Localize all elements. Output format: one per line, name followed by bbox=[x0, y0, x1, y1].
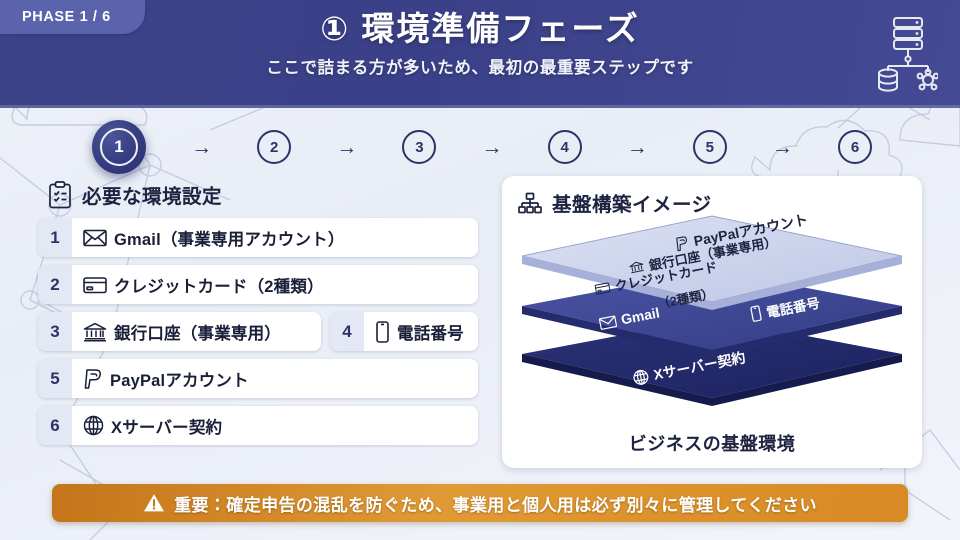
paypal-icon bbox=[676, 236, 688, 252]
smartphone-icon bbox=[750, 305, 762, 322]
requirements-row-2: 2 クレジットカード（2種類） bbox=[38, 265, 478, 304]
header-bar: PHASE 1 / 6 ① 環境準備フェーズ ここで詰まる方が多いため、最初の最… bbox=[0, 0, 960, 108]
page-title: ① 環境準備フェーズ bbox=[320, 10, 640, 47]
requirements-row-6: 6 Xサーバー契約 bbox=[38, 406, 478, 445]
requirements-list: 1 Gmail（事業専用アカウント） 2 クレジットカード（2種類） bbox=[38, 218, 478, 445]
layer-label-bank: 銀行口座（事業専用） bbox=[628, 231, 779, 278]
layer-stack-svg bbox=[521, 215, 903, 406]
item-label: クレジットカード（2種類） bbox=[114, 277, 324, 296]
paypal-icon bbox=[83, 368, 103, 390]
foundation-card: 基盤構築イメージ bbox=[502, 176, 922, 468]
foundation-caption: ビジネスの基盤環境 bbox=[628, 434, 796, 454]
item-number: 2 bbox=[38, 265, 72, 304]
step-arrow-4: → bbox=[626, 135, 648, 159]
item-label: Gmail（事業専用アカウント） bbox=[114, 230, 345, 249]
foundation-panel: 基盤構築イメージ bbox=[502, 176, 922, 468]
requirements-row-1: 1 Gmail（事業専用アカウント） bbox=[38, 218, 478, 257]
credit-card-icon bbox=[83, 276, 107, 294]
requirements-row-3: 3 銀行口座（事業専用） 4 電話番号 bbox=[38, 312, 478, 351]
foundation-heading-label: 基盤構築イメージ bbox=[552, 194, 712, 216]
step-node-6[interactable]: 6 bbox=[838, 130, 873, 164]
item-label: PayPalアカウント bbox=[110, 371, 249, 390]
envelope-icon bbox=[83, 229, 107, 247]
layer-label-gmail: Gmail bbox=[598, 304, 660, 331]
smartphone-icon bbox=[375, 320, 390, 343]
step-arrow-3: → bbox=[481, 135, 503, 159]
phase-badge: PHASE 1 / 6 bbox=[0, 0, 145, 34]
credit-card-icon bbox=[595, 282, 611, 295]
envelope-icon bbox=[598, 315, 617, 330]
list-item[interactable]: 2 クレジットカード（2種類） bbox=[38, 265, 478, 304]
step-arrow-1: → bbox=[191, 135, 213, 159]
main-content: 必要な環境設定 1 Gmail（事業専用アカウント） 2 bbox=[38, 176, 922, 468]
globe-icon bbox=[83, 415, 104, 436]
step-node-1-label: 1 bbox=[100, 128, 138, 166]
item-number: 3 bbox=[38, 312, 72, 351]
layer-stack-diagram: PayPalアカウント 銀行口座（事業専用） クレジットカード （2種類） bbox=[502, 209, 922, 420]
globe-icon bbox=[633, 369, 649, 385]
page-subtitle: ここで詰まる方が多いため、最初の最重要ステップです bbox=[266, 59, 694, 78]
warning-triangle-icon bbox=[144, 494, 165, 512]
requirements-heading: 必要な環境設定 bbox=[48, 180, 478, 209]
warning-banner: 重要：確定申告の混乱を防ぐため、事業用と個人用は必ず別々に管理してください bbox=[52, 484, 908, 522]
list-item[interactable]: 4 電話番号 bbox=[330, 312, 478, 351]
step-node-2[interactable]: 2 bbox=[257, 130, 292, 164]
list-item[interactable]: 3 銀行口座（事業専用） bbox=[38, 312, 321, 351]
layer-top bbox=[521, 215, 903, 310]
item-number: 4 bbox=[330, 312, 364, 351]
item-label: Xサーバー契約 bbox=[111, 418, 223, 437]
step-arrow-5: → bbox=[771, 135, 793, 159]
step-node-5[interactable]: 5 bbox=[692, 130, 727, 164]
server-database-network-icon bbox=[878, 17, 938, 92]
step-arrow-2: → bbox=[336, 135, 358, 159]
item-label: 銀行口座（事業専用） bbox=[114, 324, 281, 343]
step-node-4[interactable]: 4 bbox=[547, 130, 582, 164]
list-item[interactable]: 1 Gmail（事業専用アカウント） bbox=[38, 218, 478, 257]
item-number: 1 bbox=[38, 218, 72, 257]
requirements-heading-label: 必要な環境設定 bbox=[82, 186, 223, 208]
step-node-3[interactable]: 3 bbox=[402, 130, 437, 164]
layer-label-xserver: Xサーバー契約 bbox=[631, 347, 747, 388]
phase-stepper: 1 → 2 → 3 → 4 → 5 → 6 bbox=[92, 120, 873, 174]
title-block: ① 環境準備フェーズ ここで詰まる方が多いため、最初の最重要ステップです bbox=[0, 8, 960, 78]
step-node-1[interactable]: 1 bbox=[92, 120, 146, 174]
bank-icon bbox=[629, 261, 644, 274]
requirements-row-5: 5 PayPalアカウント bbox=[38, 359, 478, 398]
clipboard-checklist-icon bbox=[49, 180, 71, 208]
layer-label-creditcard: クレジットカード bbox=[594, 256, 719, 298]
item-number: 5 bbox=[38, 359, 72, 398]
list-item[interactable]: 6 Xサーバー契約 bbox=[38, 406, 478, 445]
item-label: 電話番号 bbox=[397, 324, 464, 343]
layer-label-paypal: PayPalアカウント bbox=[674, 209, 810, 254]
layer-label-phone: 電話番号 bbox=[749, 292, 822, 325]
sitemap-icon bbox=[518, 192, 542, 213]
requirements-panel: 必要な環境設定 1 Gmail（事業専用アカウント） 2 bbox=[38, 176, 478, 468]
item-number: 6 bbox=[38, 406, 72, 445]
bank-icon bbox=[83, 322, 107, 342]
list-item[interactable]: 5 PayPalアカウント bbox=[38, 359, 478, 398]
warning-text: 重要：確定申告の混乱を防ぐため、事業用と個人用は必ず別々に管理してください bbox=[174, 495, 817, 515]
foundation-heading: 基盤構築イメージ bbox=[518, 188, 922, 217]
